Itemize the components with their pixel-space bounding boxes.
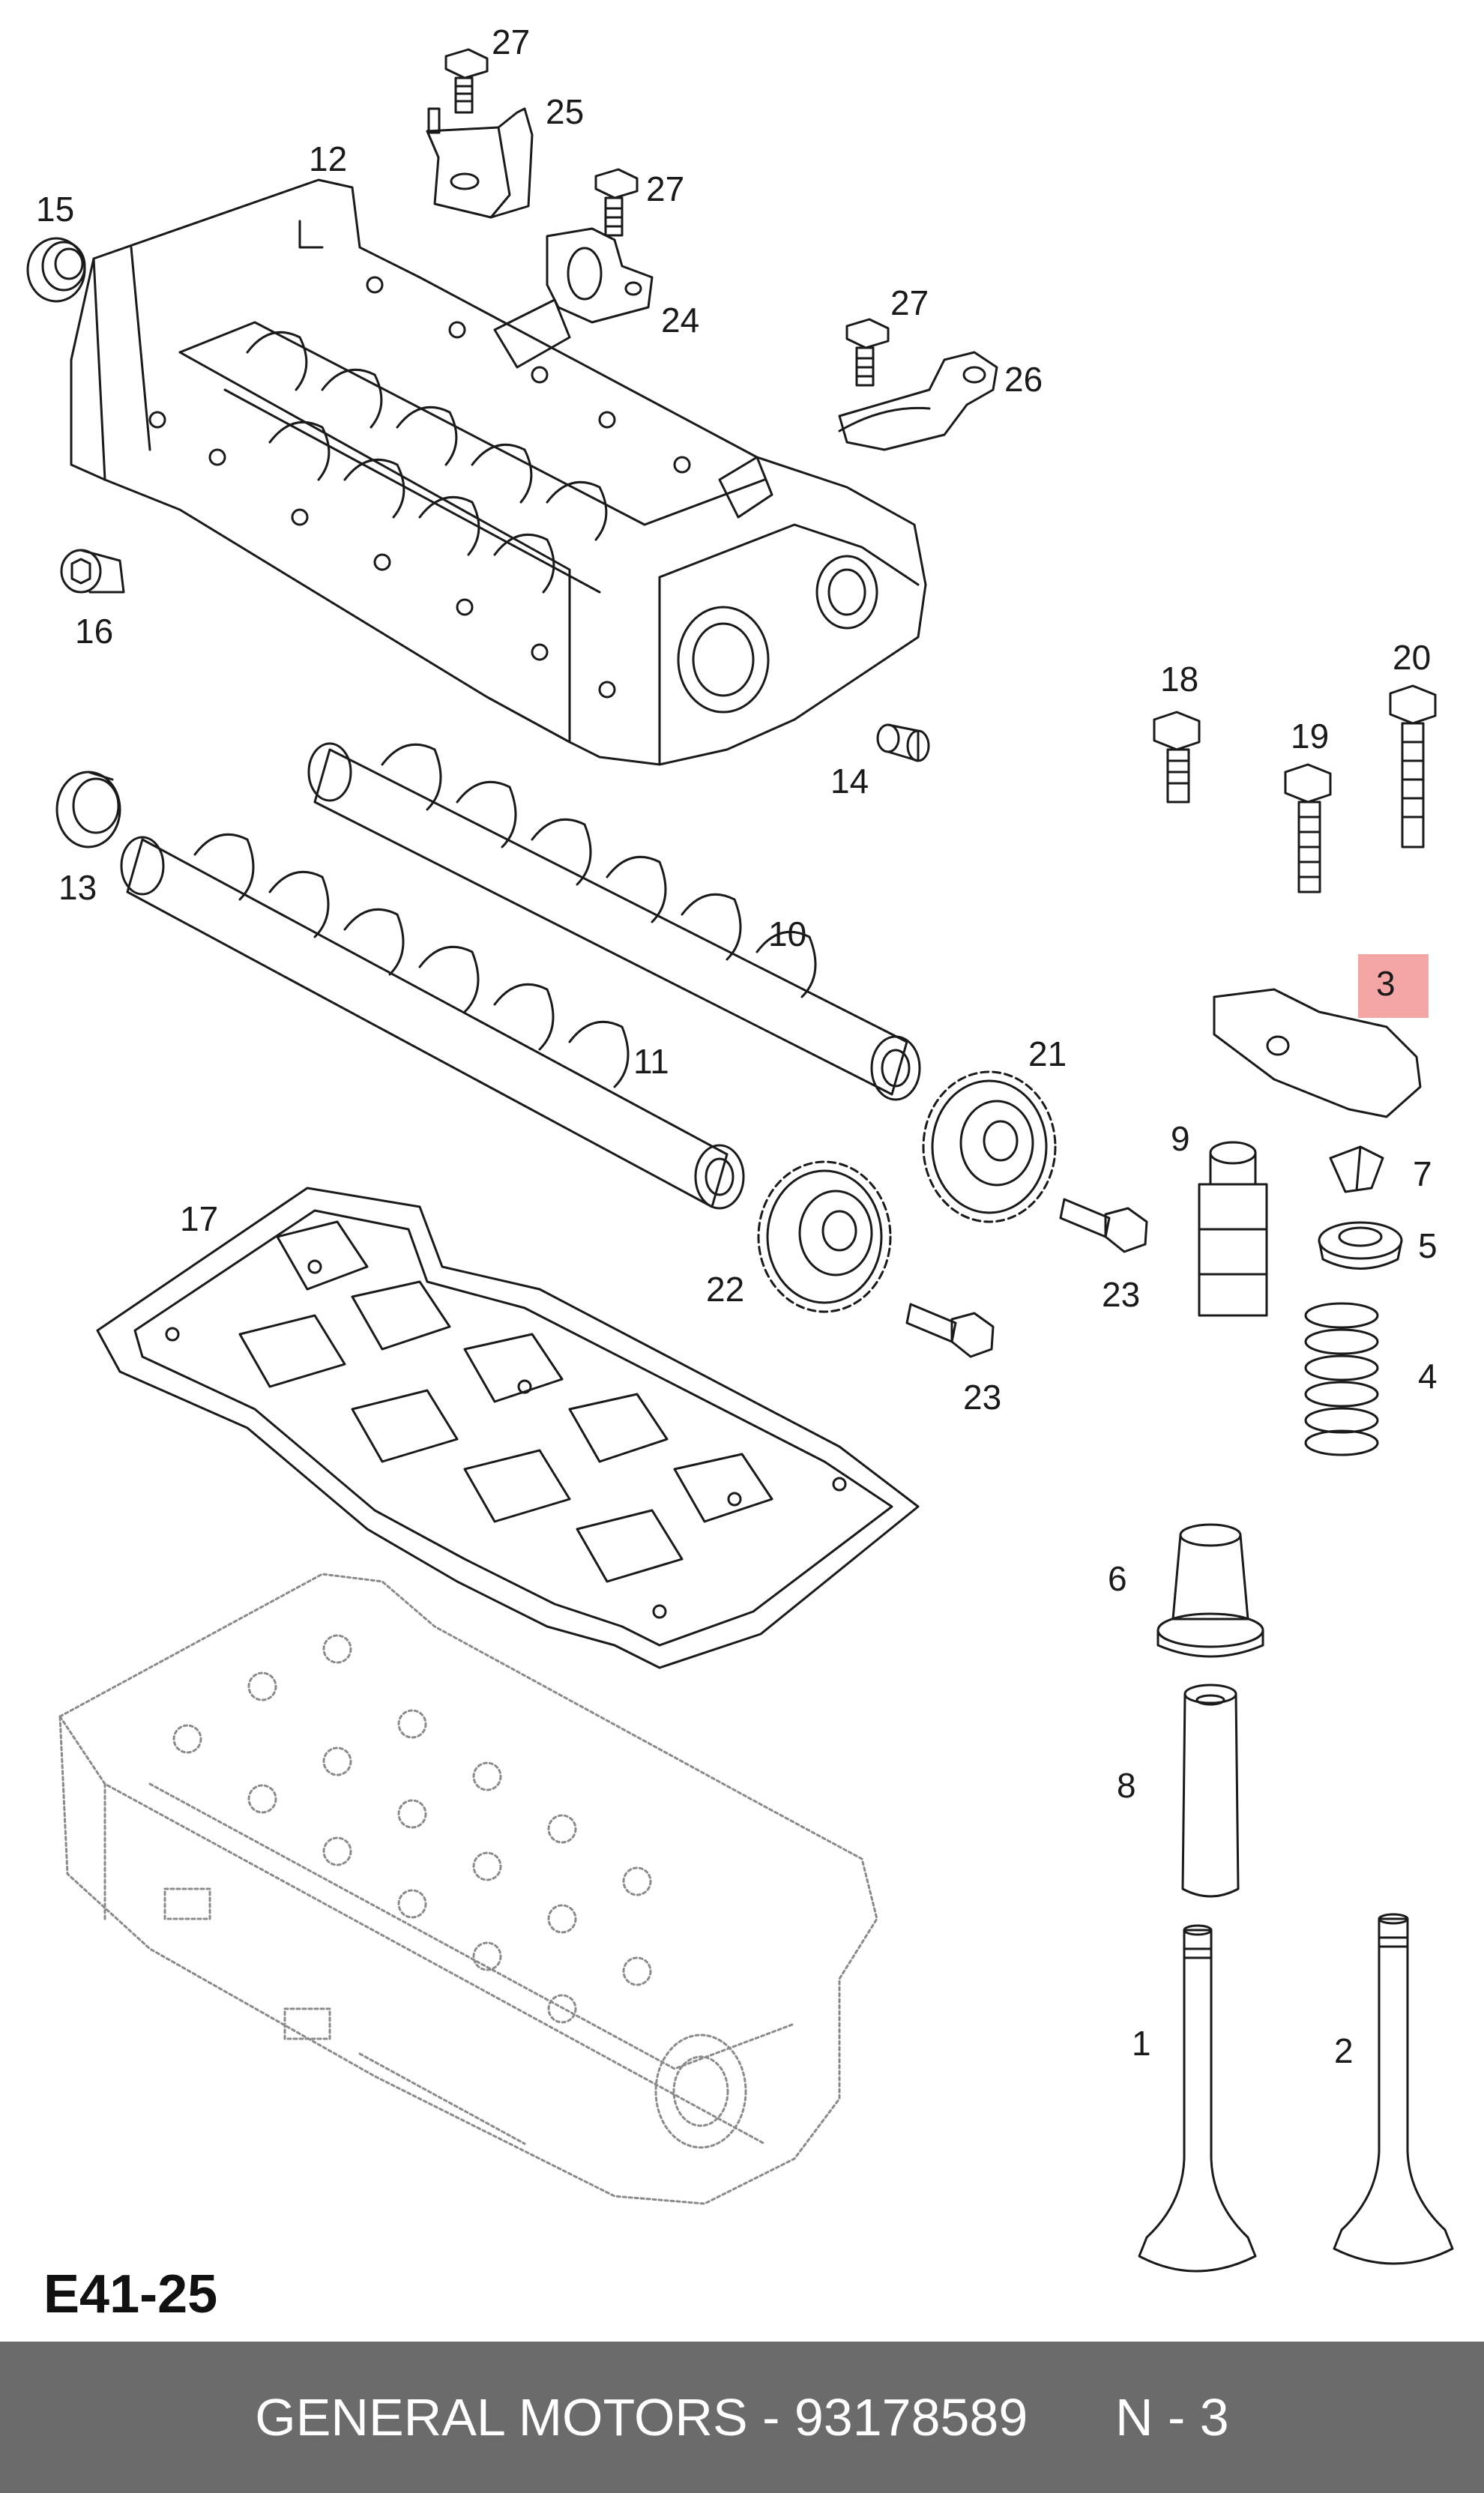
callout-4: 4 bbox=[1418, 1357, 1438, 1396]
callout-9: 9 bbox=[1171, 1119, 1190, 1158]
cylinder-head bbox=[58, 1573, 878, 2205]
callout-3-highlight bbox=[1358, 954, 1429, 1018]
callout-11: 11 bbox=[633, 1042, 669, 1081]
bolt-27-top bbox=[444, 48, 489, 114]
brand-part-number: GENERAL MOTORS - 93178589 bbox=[255, 2388, 1028, 2447]
callout-3: 3 bbox=[1376, 964, 1396, 1003]
callout-16: 16 bbox=[75, 612, 113, 651]
valve-keepers-7 bbox=[1329, 1145, 1384, 1193]
callout-8: 8 bbox=[1117, 1766, 1136, 1805]
callout-1: 1 bbox=[1132, 2024, 1151, 2063]
callout-12: 12 bbox=[309, 139, 347, 178]
bolt-23-upper bbox=[1059, 1198, 1148, 1253]
callout-23-lower: 23 bbox=[963, 1378, 1001, 1417]
bracket-25 bbox=[426, 107, 534, 219]
callout-14: 14 bbox=[830, 762, 869, 801]
hydraulic-lifter-9 bbox=[1198, 1141, 1268, 1317]
bolt-27-middle bbox=[594, 168, 639, 237]
callout-27-top: 27 bbox=[492, 22, 530, 61]
bracket-24 bbox=[546, 227, 654, 324]
callout-26: 26 bbox=[1004, 360, 1043, 399]
bolt-19 bbox=[1284, 763, 1332, 893]
footer-bar: GENERAL MOTORS - 93178589 N - 3 bbox=[0, 2342, 1484, 2493]
spring-retainer-5 bbox=[1318, 1221, 1403, 1270]
gasket-17 bbox=[96, 1187, 920, 1669]
valve-guide-8 bbox=[1181, 1683, 1240, 1898]
gear-21 bbox=[922, 1070, 1057, 1223]
callout-5: 5 bbox=[1418, 1226, 1438, 1265]
callout-22: 22 bbox=[706, 1270, 744, 1309]
bolt-20 bbox=[1389, 684, 1437, 848]
valve-stem-seal-6 bbox=[1156, 1523, 1264, 1658]
exploded-parts-diagram: 27 25 27 12 15 24 27 26 16 18 20 19 14 1… bbox=[26, 22, 1454, 2273]
position-label: N - 3 bbox=[1115, 2388, 1229, 2447]
callout-20: 20 bbox=[1393, 638, 1431, 677]
rocker-arm-3 bbox=[1213, 988, 1422, 1118]
callout-23-upper: 23 bbox=[1102, 1275, 1140, 1314]
seal-13 bbox=[55, 771, 121, 848]
callout-27-right: 27 bbox=[890, 283, 929, 322]
callout-18: 18 bbox=[1160, 660, 1198, 699]
callout-27-middle: 27 bbox=[646, 169, 684, 208]
callout-21: 21 bbox=[1028, 1034, 1067, 1073]
bolt-27-right bbox=[845, 318, 890, 387]
callout-15: 15 bbox=[36, 190, 74, 229]
callout-24: 24 bbox=[661, 301, 699, 340]
callout-25: 25 bbox=[546, 92, 584, 131]
footer-text: GENERAL MOTORS - 93178589 N - 3 bbox=[0, 2342, 1484, 2493]
callout-19: 19 bbox=[1291, 717, 1329, 756]
diagram-code: E41-25 bbox=[43, 2264, 218, 2324]
dowel-14 bbox=[876, 723, 930, 762]
bolt-18 bbox=[1153, 711, 1201, 804]
callout-13: 13 bbox=[58, 868, 97, 907]
callout-labels: 27 25 27 12 15 24 27 26 16 18 20 19 14 1… bbox=[36, 22, 1438, 2070]
callout-7: 7 bbox=[1413, 1154, 1432, 1193]
callout-2: 2 bbox=[1334, 2031, 1354, 2070]
callout-17: 17 bbox=[180, 1199, 218, 1238]
valve-spring-4 bbox=[1304, 1302, 1379, 1456]
valve-1 bbox=[1138, 1924, 1257, 2273]
valve-2 bbox=[1333, 1913, 1454, 2265]
callout-6: 6 bbox=[1108, 1559, 1127, 1598]
bolt-23-lower bbox=[905, 1303, 995, 1358]
bracket-26 bbox=[838, 351, 998, 451]
plug-16 bbox=[60, 549, 125, 594]
gear-22 bbox=[757, 1160, 892, 1313]
camshaft-10 bbox=[307, 742, 921, 1101]
camshaft-carrier-12 bbox=[70, 178, 927, 766]
callout-10: 10 bbox=[768, 914, 806, 953]
camshaft-11 bbox=[120, 833, 745, 1210]
seal-15 bbox=[26, 237, 86, 303]
